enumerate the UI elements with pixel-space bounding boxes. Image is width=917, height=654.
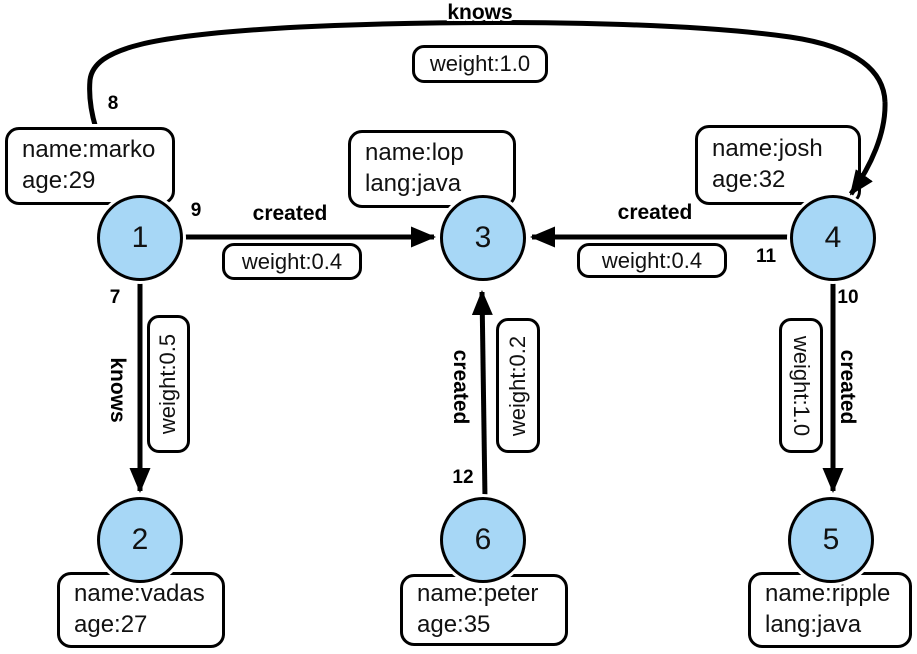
graph-node-5: 5: [788, 497, 874, 583]
property-box-vadas: name:vadas age:27: [57, 572, 225, 648]
edge-id-7: 7: [109, 287, 121, 308]
edge-label-knows-top: knows: [447, 1, 513, 24]
weight-value: weight:0.4: [241, 248, 343, 274]
property-name: name:peter: [417, 580, 539, 608]
property-box-peter: name:peter age:35: [400, 574, 568, 646]
weight-value: weight:0.4: [601, 247, 703, 273]
edge-label-knows-1-2: knows: [106, 357, 129, 423]
weight-box-knows-1-2: weight:0.5: [147, 315, 190, 453]
edge-id-10: 10: [837, 287, 859, 308]
weight-value: weight:0.5: [155, 333, 181, 435]
weight-box-created-6-3: weight:0.2: [496, 318, 540, 453]
graph-node-1: 1: [97, 195, 183, 281]
node-id-label: 1: [131, 221, 149, 254]
node-id-label: 6: [474, 523, 492, 556]
property-box-josh: name:josh age:32: [695, 125, 861, 205]
property-box-marko: name:marko age:29: [5, 127, 175, 205]
property-name: name:marko: [22, 136, 156, 164]
edge-label-created-1-3: created: [252, 202, 328, 225]
weight-box-created-4-5: weight:1.0: [779, 318, 823, 453]
property-age: age:27: [74, 611, 148, 638]
property-name: name:josh: [712, 135, 823, 163]
node-id-label: 5: [822, 523, 840, 556]
property-box-ripple: name:ripple lang:java: [748, 572, 912, 648]
property-age: age:29: [22, 167, 96, 194]
property-name: name:lop: [365, 139, 464, 167]
property-name: name:vadas: [74, 580, 205, 608]
graph-node-3: 3: [440, 195, 526, 281]
edge-label-created-4-3: created: [617, 201, 693, 224]
weight-value: weight:1.0: [789, 335, 815, 436]
graph-node-4: 4: [790, 195, 876, 281]
graph-node-6: 6: [440, 497, 526, 583]
weight-box-created-4-3: weight:0.4: [577, 243, 727, 278]
edge-id-12: 12: [452, 467, 474, 488]
property-age: age:32: [712, 166, 786, 193]
node-id-label: 3: [474, 221, 492, 254]
graph-node-2: 2: [97, 497, 183, 583]
property-lang: lang:java: [765, 611, 862, 638]
weight-box-knows-1-4: weight:1.0: [412, 45, 548, 83]
node-id-label: 4: [824, 221, 842, 254]
node-id-label: 2: [131, 523, 149, 556]
edge-created-6-3: [471, 290, 493, 500]
edge-label-created-4-5: created: [836, 349, 859, 425]
edge-id-8: 8: [107, 93, 119, 114]
weight-value: weight:0.2: [505, 335, 531, 436]
edge-id-11: 11: [755, 246, 777, 267]
property-name: name:ripple: [765, 580, 891, 608]
property-age: age:35: [417, 611, 491, 638]
weight-box-created-1-3: weight:0.4: [222, 243, 362, 280]
weight-value: weight:1.0: [429, 51, 531, 76]
edge-id-9: 9: [190, 200, 202, 221]
edge-label-created-6-3: created: [449, 349, 472, 425]
